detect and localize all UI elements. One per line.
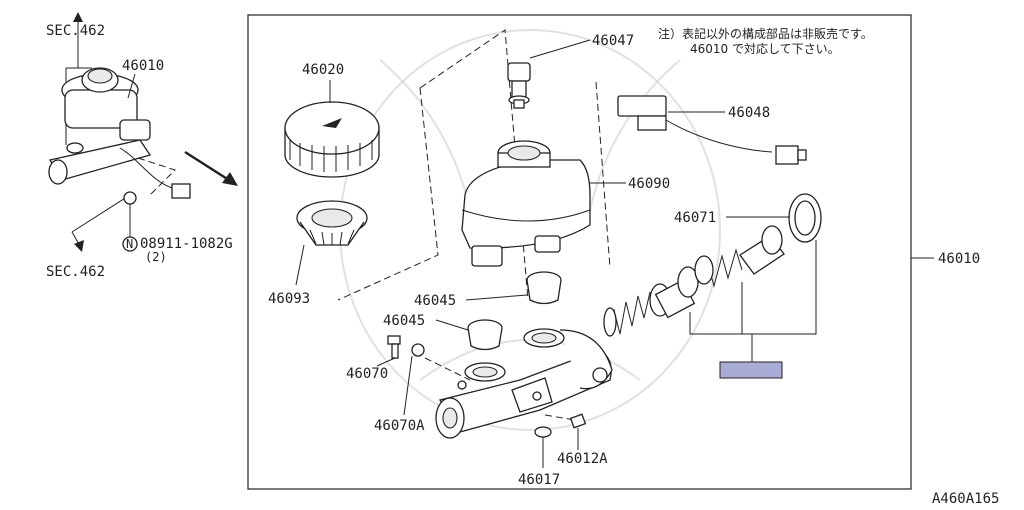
- dashed-guide-5: [544, 414, 576, 421]
- part-46093-strainer: [296, 200, 368, 246]
- callout-46048[interactable]: 46048: [668, 105, 770, 121]
- part-master-cylinder-body: [435, 328, 613, 439]
- part-46045-grommet-upper: [526, 271, 562, 305]
- part-46070-bleeder: [387, 335, 401, 359]
- detail-frame: [247, 14, 912, 490]
- part-46017-o-ring: [534, 426, 552, 438]
- dashed-guide-1: [419, 29, 529, 301]
- callout-46070[interactable]: 46070: [346, 357, 396, 382]
- kit-bracket: [689, 240, 817, 335]
- callout-46071-label: 46071: [674, 210, 716, 226]
- nut-marker-icon: [122, 236, 138, 252]
- nut-quantity: (2): [145, 250, 167, 264]
- nut-part-number: 08911-1082G: [140, 236, 233, 252]
- callout-46010[interactable]: 46010: [911, 251, 980, 267]
- callout-46070A[interactable]: 46070A: [374, 355, 425, 434]
- callout-46070A-label: 46070A: [374, 418, 425, 434]
- diagram-id: A460A165: [932, 491, 999, 507]
- part-46071-piston-kit: [603, 193, 822, 337]
- callout-46045-upper-label: 46045: [414, 293, 456, 309]
- overview-assembly: SEC.462 46010 SEC.462 N 08911-1082G (2): [46, 12, 238, 280]
- callout-46020[interactable]: 46020: [302, 62, 344, 103]
- overview-sec-bottom-label: SEC.462: [46, 264, 105, 280]
- part-46045-grommet-lower: [467, 319, 503, 351]
- part-46048-level-switch: [617, 95, 807, 165]
- callout-46020-label: 46020: [302, 62, 344, 78]
- callout-46047-label: 46047: [592, 33, 634, 49]
- callout-46071[interactable]: 46071: [674, 210, 790, 226]
- note-line-1: 注）表記以外の構成部品は非販売です。: [658, 26, 873, 41]
- callout-46012A[interactable]: 46012A: [557, 428, 608, 467]
- overview-46010-label: 46010: [122, 58, 164, 74]
- overview-sec-top-label: SEC.462: [46, 23, 105, 39]
- arrow-down-icon: [74, 240, 84, 252]
- callout-46017-label: 46017: [518, 472, 560, 488]
- callout-46048-label: 46048: [728, 105, 770, 121]
- kit-highlight-box[interactable]: [719, 361, 783, 379]
- callout-46090-label: 46090: [628, 176, 670, 192]
- callout-46047[interactable]: 46047: [529, 33, 634, 59]
- callout-46012A-label: 46012A: [557, 451, 608, 467]
- dashed-guide-3: [595, 81, 611, 269]
- nut-marker-letter: N: [126, 237, 133, 251]
- arrow-up-icon: [73, 12, 83, 22]
- dashed-guide-2: [337, 87, 439, 301]
- callout-46010-label: 46010: [938, 251, 980, 267]
- part-46047-connector: [507, 62, 531, 109]
- part-46070A-cap: [411, 343, 425, 357]
- callout-46093-label: 46093: [268, 291, 310, 307]
- callout-46090[interactable]: 46090: [590, 176, 670, 192]
- callout-46093[interactable]: 46093: [268, 244, 310, 307]
- callout-46045-lower[interactable]: 46045: [383, 313, 469, 331]
- part-46012A-plug: [569, 413, 587, 429]
- part-46020-cap: [284, 101, 380, 178]
- note-line-2: 46010 で対応して下さい。: [690, 42, 840, 56]
- arrow-right-icon: [222, 172, 238, 186]
- callout-46070-label: 46070: [346, 366, 388, 382]
- callout-46045-lower-label: 46045: [383, 313, 425, 329]
- callout-46045-upper[interactable]: 46045: [414, 293, 528, 309]
- dashed-guide-4: [424, 357, 471, 381]
- callout-46017[interactable]: 46017: [518, 437, 560, 488]
- part-46090-reservoir: [461, 140, 591, 267]
